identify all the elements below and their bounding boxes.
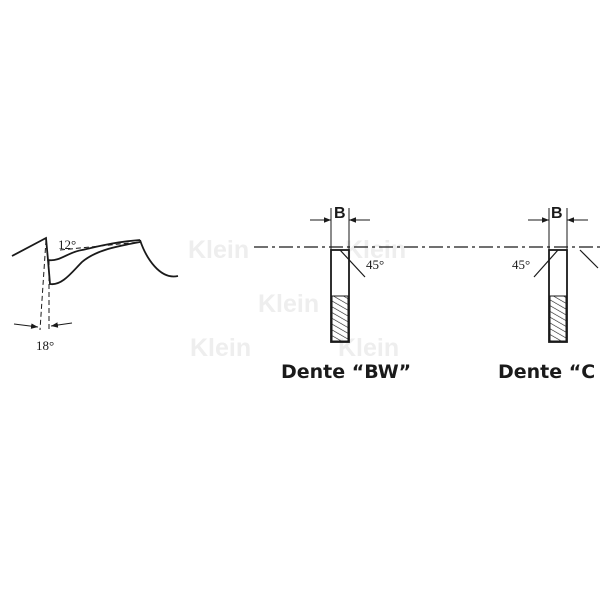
tooth-profile: 12° 18°	[11, 236, 179, 353]
tooth-bw: B 45° Dente “BW”	[281, 205, 411, 383]
bw-caption: Dente “BW”	[281, 361, 411, 383]
watermark-group: Klein Klein Klein Klein Klein	[188, 236, 406, 362]
watermark-3: Klein	[190, 334, 251, 362]
watermark-1: Klein	[188, 236, 249, 264]
second-hatched-zone	[549, 295, 567, 342]
bw-width-label: B	[334, 205, 346, 222]
second-width-label: B	[551, 205, 563, 222]
hook-angle-label: 12°	[58, 237, 76, 252]
tooth-second: B 45° Dente “C	[498, 205, 599, 383]
watermark-5: Klein	[345, 236, 406, 264]
clearance-angle-label: 18°	[36, 338, 54, 353]
second-caption: Dente “C	[498, 361, 595, 383]
watermark-2: Klein	[258, 290, 319, 318]
second-bevel-label: 45°	[512, 257, 530, 272]
bw-hatched-zone	[331, 295, 349, 342]
bw-bevel-label: 45°	[366, 257, 384, 272]
